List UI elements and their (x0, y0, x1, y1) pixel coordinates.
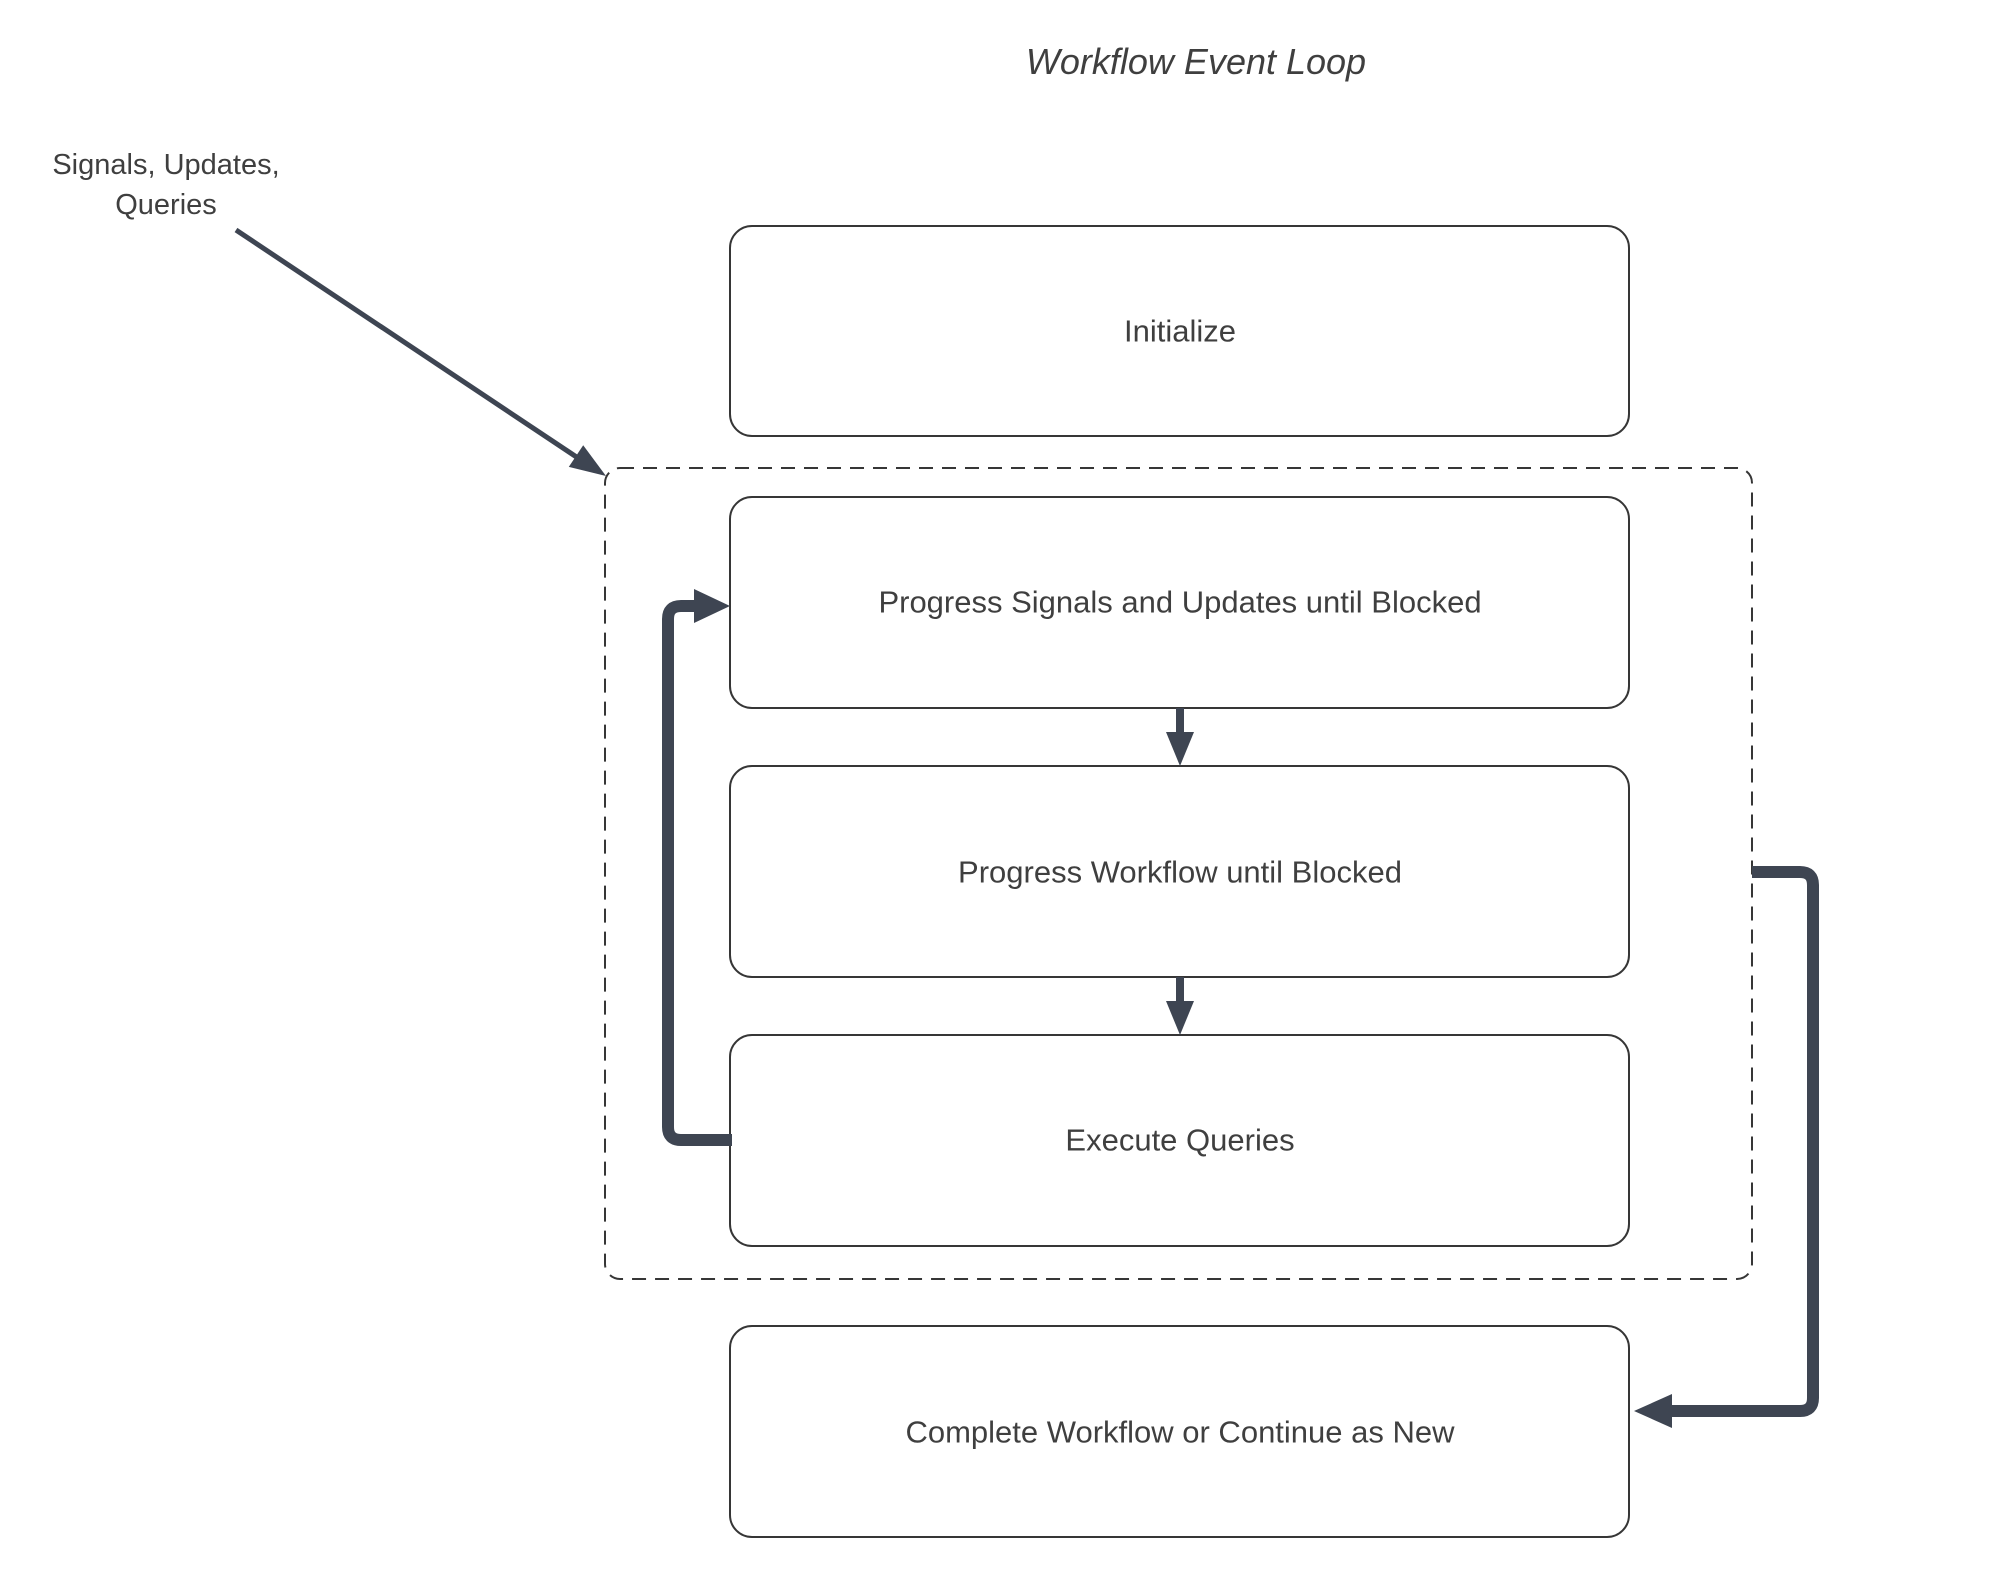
arrowhead-right-icon (694, 589, 730, 623)
node-progress-workflow-label: Progress Workflow until Blocked (958, 855, 1402, 890)
node-complete-box (729, 1325, 1630, 1538)
edge-loop-to-complete (1634, 866, 1819, 1428)
external-input-label-line1: Signals, Updates, (52, 149, 279, 181)
diagram-title: Workflow Event Loop (1026, 41, 1366, 82)
node-progress-signals: Progress Signals and Updates until Block… (729, 496, 1630, 709)
node-progress-workflow: Progress Workflow until Blocked (729, 765, 1630, 978)
edge-workflow-to-queries (1166, 977, 1194, 1035)
arrowhead-diagonal-icon (568, 445, 606, 476)
arrowhead-down-icon (1166, 732, 1194, 766)
node-progress-signals-label: Progress Signals and Updates until Block… (878, 585, 1481, 620)
node-initialize-label: Initialize (1124, 314, 1236, 349)
arrowhead-down-icon (1166, 1001, 1194, 1035)
node-execute-queries-label: Execute Queries (1065, 1123, 1294, 1158)
node-initialize-box (729, 225, 1630, 437)
node-complete: Complete Workflow or Continue as New (729, 1325, 1630, 1538)
node-complete-label: Complete Workflow or Continue as New (905, 1415, 1455, 1450)
edge-queries-loop-to-signals (662, 589, 732, 1146)
edge-external-input-line (234, 227, 580, 461)
edge-queries-loop-path (662, 600, 732, 1146)
edge-loop-to-complete-path (1672, 866, 1819, 1417)
edge-external-input-to-event-loop (234, 227, 606, 476)
node-initialize: Initialize (729, 225, 1630, 437)
external-input-label: Signals, Updates, Queries (52, 149, 279, 221)
external-input-label-line2: Queries (115, 189, 217, 221)
edge-signals-to-workflow (1166, 708, 1194, 766)
node-execute-queries: Execute Queries (729, 1034, 1630, 1247)
arrowhead-left-icon (1634, 1394, 1672, 1428)
